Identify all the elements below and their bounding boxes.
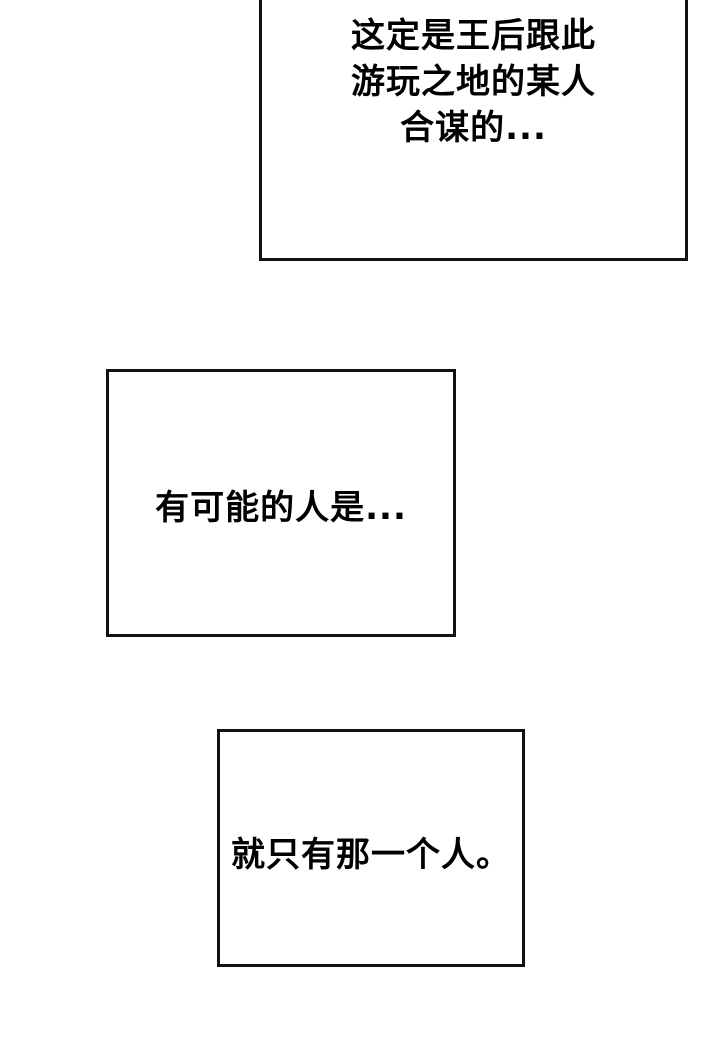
comic-panel-3: 就只有那一个人。	[217, 729, 525, 967]
comic-panel-2: 有可能的人是...	[106, 369, 456, 637]
narration-text-2: 有可能的人是...	[155, 488, 407, 528]
comic-panel-1: 这定是王后跟此 游玩之地的某人 合谋的...	[259, 0, 688, 261]
narration-text-1: 这定是王后跟此 游玩之地的某人 合谋的...	[351, 16, 596, 148]
narration-text-3: 就只有那一个人。	[231, 835, 511, 875]
